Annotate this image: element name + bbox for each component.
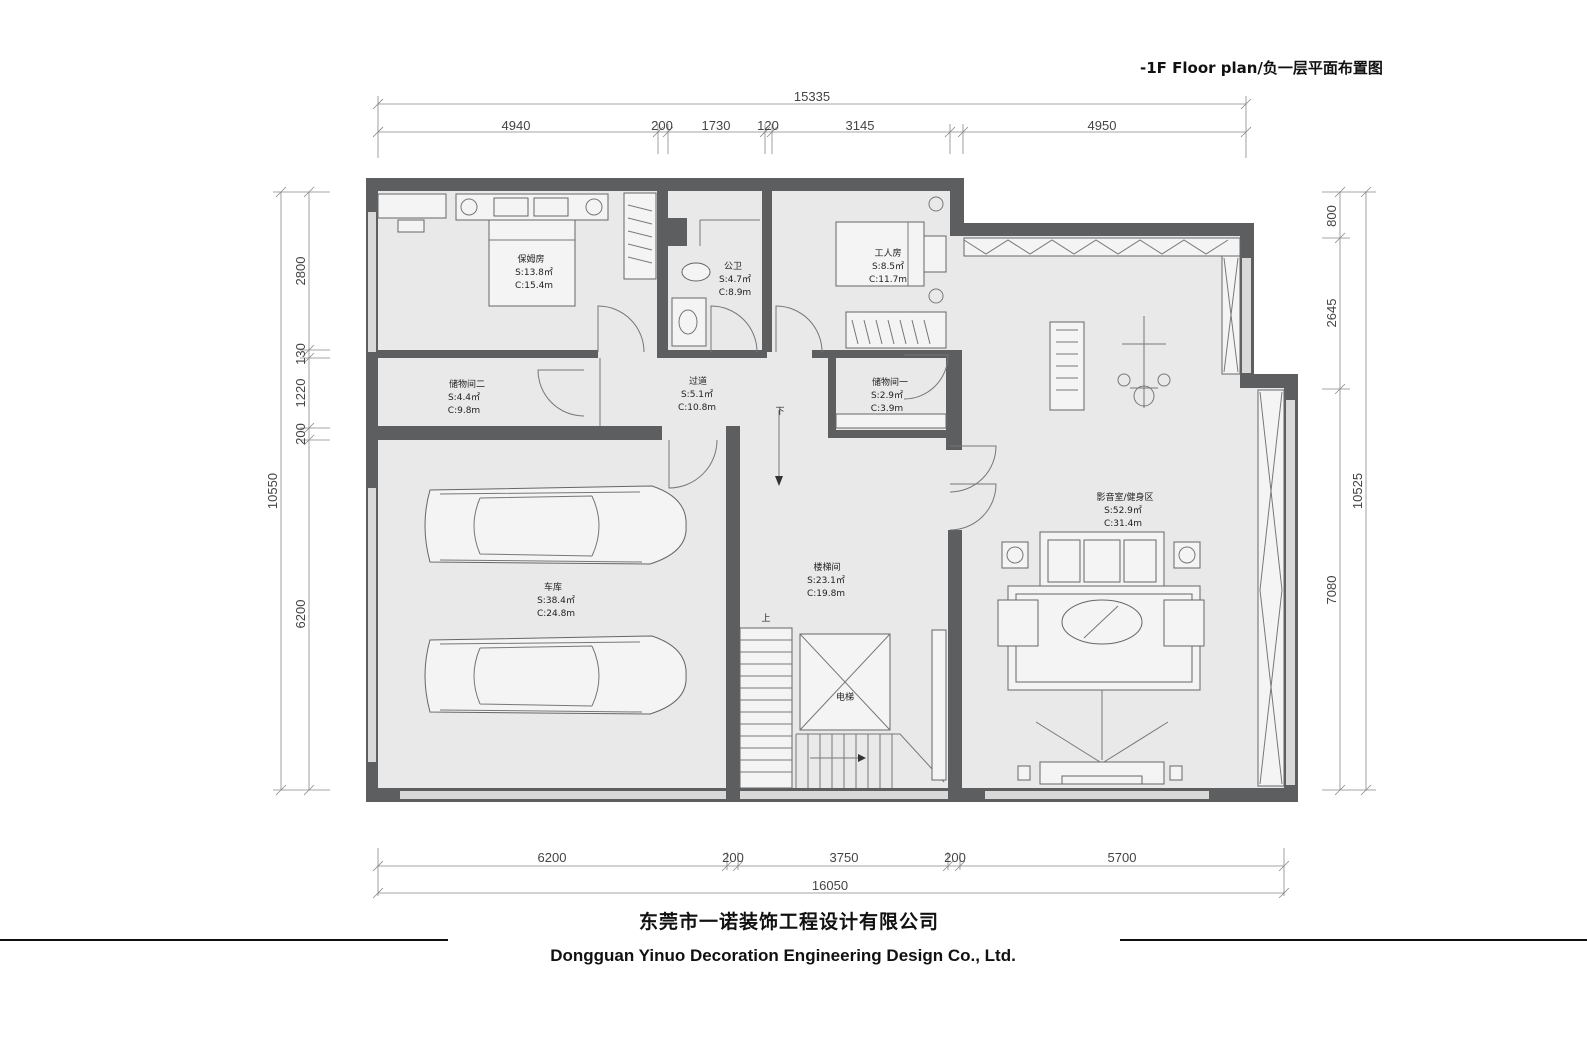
dim-left-total: 10550 bbox=[265, 473, 280, 509]
room-label-bath: 公卫 S:4.7㎡ C:8.9m bbox=[719, 261, 751, 298]
room-theater-perim: C:31.4m bbox=[1104, 519, 1142, 529]
room-corridor-name: 过道 bbox=[689, 375, 707, 387]
room-storage1-perim: C:3.9m bbox=[871, 404, 903, 414]
room-nanny-perim: C:15.4m bbox=[515, 281, 553, 291]
room-stair-area: S:23.1㎡ bbox=[807, 575, 845, 586]
door-swings bbox=[537, 305, 997, 531]
room-bath-area: S:4.7㎡ bbox=[719, 274, 751, 285]
stair-down-label: 下 bbox=[775, 407, 784, 417]
nanny-room-furniture bbox=[377, 192, 657, 307]
room-worker-perim: C:11.7m bbox=[869, 275, 907, 285]
top-dimensions: 15335 4940 200 1730 120 3145 4950 bbox=[372, 89, 1252, 158]
dim-left-1: 130 bbox=[293, 343, 308, 365]
room-label-nanny: 保姆房 S:13.8㎡ C:15.4m bbox=[515, 253, 553, 291]
room-corridor-area: S:5.1㎡ bbox=[681, 389, 713, 400]
dim-top-2: 1730 bbox=[702, 118, 731, 133]
dim-right-total: 10525 bbox=[1350, 473, 1365, 509]
dim-left-0: 2800 bbox=[293, 257, 308, 286]
dim-top-1: 200 bbox=[651, 118, 673, 133]
dim-right-2: 7080 bbox=[1324, 576, 1339, 605]
room-garage-name: 车库 bbox=[544, 581, 562, 593]
room-corridor-perim: C:10.8m bbox=[678, 403, 716, 413]
bottom-dimensions: 6200 200 3750 200 5700 16050 bbox=[372, 848, 1290, 899]
worker-room-furniture bbox=[835, 196, 947, 349]
company-name-en: Dongguan Yinuo Decoration Engineering De… bbox=[550, 946, 1016, 965]
room-stair-name: 楼梯间 bbox=[813, 561, 840, 573]
dim-bottom-2: 3750 bbox=[830, 850, 859, 865]
room-bath-name: 公卫 bbox=[724, 261, 742, 272]
room-worker-name: 工人房 bbox=[874, 247, 901, 259]
room-storage1-name: 储物间一 bbox=[872, 376, 908, 388]
room-elevator-name: 电梯 bbox=[836, 691, 854, 703]
room-label-worker: 工人房 S:8.5㎡ C:11.7m bbox=[869, 247, 907, 285]
dim-top-4: 3145 bbox=[846, 118, 875, 133]
room-bath-perim: C:8.9m bbox=[719, 288, 751, 298]
room-label-storage1: 储物间一 S:2.9㎡ C:3.9m bbox=[871, 376, 908, 414]
dim-left-4: 6200 bbox=[293, 600, 308, 629]
storage-shelves bbox=[599, 358, 947, 429]
dim-right-1: 2645 bbox=[1324, 299, 1339, 328]
dim-bottom-0: 6200 bbox=[538, 850, 567, 865]
room-label-storage2: 储物间二 S:4.4㎡ C:9.8m bbox=[448, 378, 485, 416]
room-storage2-perim: C:9.8m bbox=[448, 406, 480, 416]
room-garage-area: S:38.4㎡ bbox=[537, 595, 575, 606]
dim-left-3: 200 bbox=[293, 423, 308, 445]
stairs bbox=[739, 410, 947, 789]
dim-bottom-4: 5700 bbox=[1108, 850, 1137, 865]
room-storage2-area: S:4.4㎡ bbox=[448, 392, 480, 403]
company-name-cn: 东莞市一诺装饰工程设计有限公司 bbox=[639, 910, 939, 933]
bathroom-fixtures bbox=[671, 219, 760, 347]
exterior-walls bbox=[366, 178, 1298, 802]
room-label-stair: 楼梯间 S:23.1㎡ C:19.8m bbox=[807, 561, 845, 599]
room-garage-perim: C:24.8m bbox=[537, 609, 575, 619]
dim-top-0: 4940 bbox=[502, 118, 531, 133]
stair-up-label: 上 bbox=[761, 613, 770, 624]
room-theater-area: S:52.9㎡ bbox=[1104, 505, 1142, 516]
dim-bottom-3: 200 bbox=[944, 850, 966, 865]
room-stair-perim: C:19.8m bbox=[807, 589, 845, 599]
left-dimensions: 10550 2800 130 1220 200 6200 bbox=[265, 186, 330, 796]
dim-top-3: 120 bbox=[757, 118, 779, 133]
room-label-garage: 车库 S:38.4㎡ C:24.8m bbox=[537, 581, 575, 619]
room-storage1-area: S:2.9㎡ bbox=[871, 390, 903, 401]
room-label-corridor: 过道 S:5.1㎡ C:10.8m bbox=[678, 375, 716, 413]
room-storage2-name: 储物间二 bbox=[449, 378, 485, 390]
plan-title: -1F Floor plan/负一层平面布置图 bbox=[1140, 59, 1383, 77]
room-nanny-name: 保姆房 bbox=[517, 253, 544, 265]
elevator bbox=[799, 633, 891, 731]
dim-bottom-total: 16050 bbox=[812, 878, 848, 893]
gym-theater-furniture bbox=[963, 237, 1285, 787]
interior-walls bbox=[366, 190, 962, 802]
room-worker-area: S:8.5㎡ bbox=[872, 261, 904, 272]
room-theater-name: 影音室/健身区 bbox=[1096, 491, 1153, 503]
dim-top-total: 15335 bbox=[794, 89, 830, 104]
garage-cars bbox=[424, 485, 687, 715]
dim-left-2: 1220 bbox=[293, 379, 308, 408]
dim-top-5: 4950 bbox=[1088, 118, 1117, 133]
room-label-theater: 影音室/健身区 S:52.9㎡ C:31.4m bbox=[1096, 491, 1153, 529]
right-dimensions: 800 2645 7080 10525 bbox=[1322, 186, 1376, 796]
dim-right-0: 800 bbox=[1324, 205, 1339, 227]
dim-bottom-1: 200 bbox=[722, 850, 744, 865]
room-nanny-area: S:13.8㎡ bbox=[515, 267, 553, 278]
